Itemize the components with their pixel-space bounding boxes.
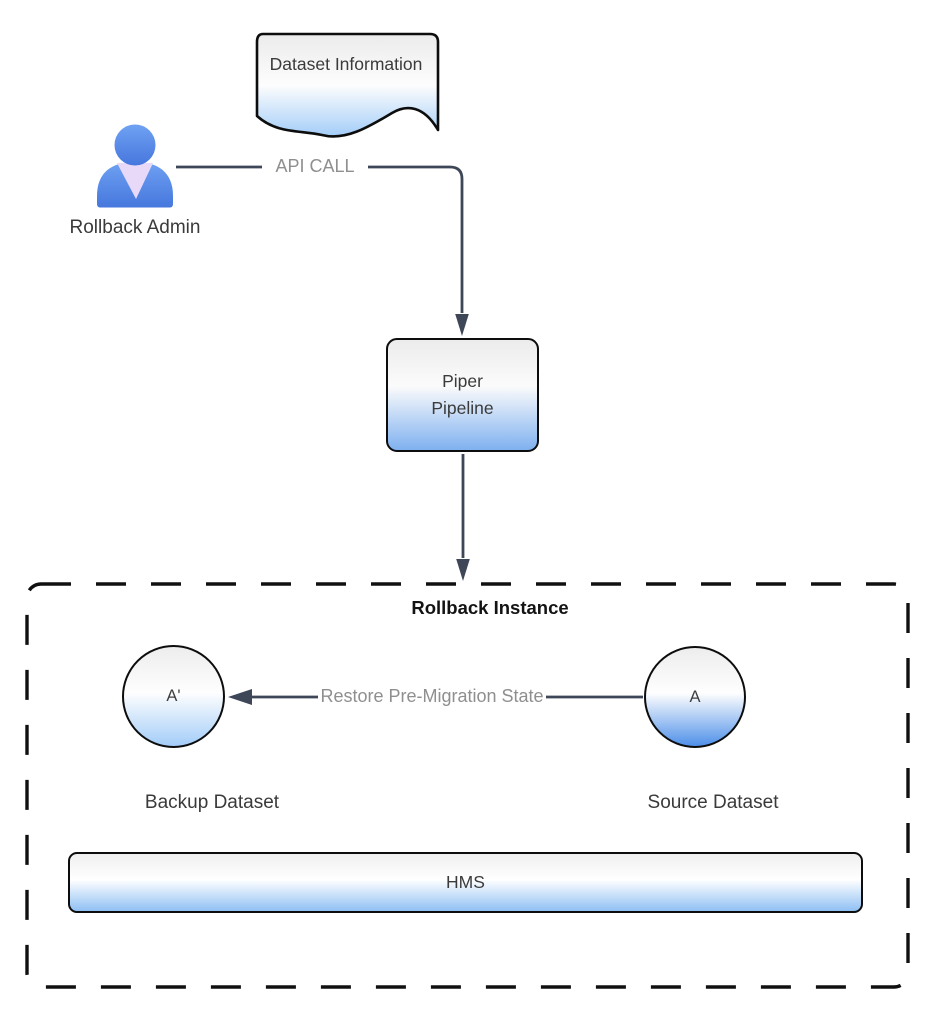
rollback-instance-title: Rollback Instance [411, 597, 569, 618]
source-dataset-node: A [644, 646, 746, 748]
api-call-edge-label: API CALL [262, 155, 368, 178]
backup-dataset-node: A' [122, 645, 225, 748]
document-shape [255, 32, 440, 138]
actor-label: Rollback Admin [69, 217, 201, 238]
backup-node-label: A' [166, 687, 181, 705]
person-head [114, 124, 156, 166]
api-call-arrowhead [455, 314, 469, 336]
backup-dataset-label: Backup Dataset [144, 792, 280, 813]
api-call-connector [176, 165, 464, 313]
restore-edge-label: Restore Pre-Migration State [318, 685, 546, 708]
hms-label: HMS [446, 872, 485, 892]
source-dataset-label: Source Dataset [647, 792, 779, 813]
hms-node: HMS [68, 852, 863, 913]
restore-arrowhead [228, 689, 252, 705]
person-icon [97, 124, 173, 208]
document-label: Dataset Information [269, 54, 423, 74]
pipeline-node: Piper Pipeline [386, 338, 539, 452]
person-neck [117, 163, 153, 199]
source-node-label: A [689, 687, 701, 706]
pipeline-label: Piper Pipeline [431, 370, 494, 418]
rollback-instance-container [25, 582, 910, 989]
pipeline-arrowhead [456, 559, 470, 581]
